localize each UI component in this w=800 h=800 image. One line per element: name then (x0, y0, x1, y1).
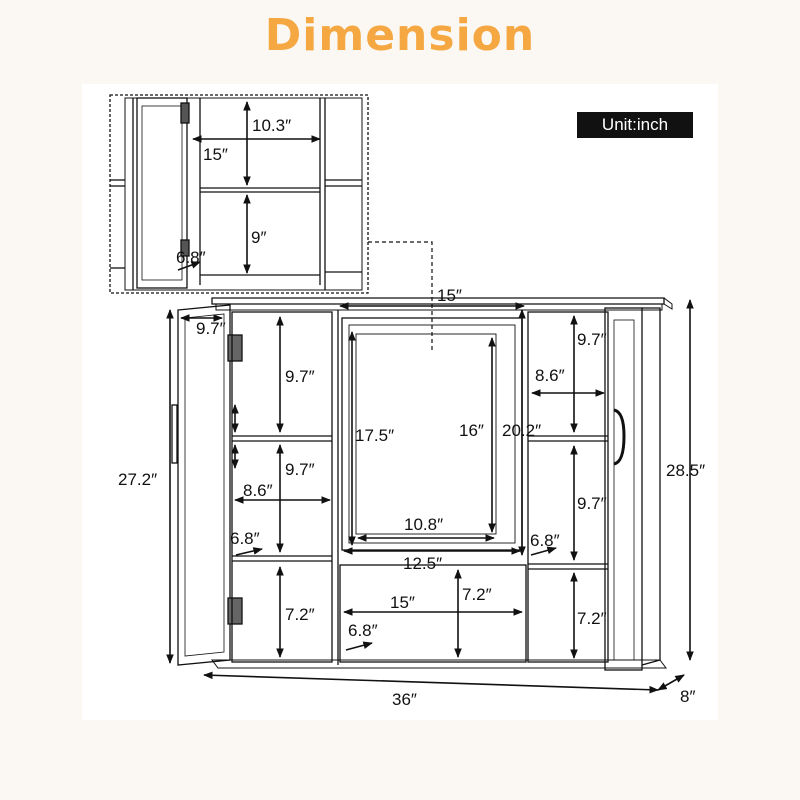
left-width-label: 8.6″ (243, 481, 273, 500)
top-width-label: 15″ (437, 286, 462, 305)
cabinet-drawing (171, 297, 673, 671)
mirror-outer-height-label: 17.5″ (355, 426, 394, 445)
right-shelf-2-label: 9.7″ (577, 494, 607, 513)
left-shelf-2-label: 9.7″ (285, 460, 315, 479)
page-title: Dimension (264, 10, 536, 61)
hinge-icon (180, 102, 190, 124)
right-door-handle (613, 408, 626, 466)
left-open-door (177, 304, 231, 666)
right-bottom-label: 7.2″ (577, 609, 607, 628)
total-width-label: 36″ (392, 690, 417, 709)
mirror-inner-width-label: 10.8″ (404, 515, 443, 534)
center-depth-label: 6.8″ (348, 621, 378, 640)
hinge-icon (227, 334, 243, 362)
left-door-handle (171, 404, 178, 464)
left-depth-label: 6.8″ (230, 529, 260, 548)
hinge-icon (227, 597, 243, 625)
right-depth-label: 6.8″ (530, 531, 560, 550)
center-bottom-width-label: 15″ (390, 593, 415, 612)
inset-shelf-height-top-label: 10.3″ (252, 116, 291, 135)
center-bottom-height-label: 7.2″ (462, 585, 492, 604)
inset-dimensions (177, 101, 321, 274)
center-height-label: 20.2″ (502, 421, 541, 440)
inset-detail (109, 94, 369, 294)
inset-depth-label: 6.8″ (176, 248, 206, 267)
cabinet-dimensions (166, 299, 694, 694)
inset-cabinet (124, 97, 363, 291)
inset-shelf-height-bottom-label: 9″ (251, 228, 266, 247)
right-width-label: 8.6″ (535, 366, 565, 385)
total-depth-label: 8″ (680, 687, 695, 706)
callout-connector (368, 241, 433, 352)
inset-open-door (136, 97, 188, 289)
hinge-icon (180, 239, 190, 257)
left-height-label: 27.2″ (118, 470, 157, 489)
inset-frame (109, 94, 369, 294)
unit-badge: Unit:inch (577, 112, 693, 138)
inset-shelf-width-label: 15″ (203, 145, 228, 164)
total-height-label: 28.5″ (666, 461, 705, 480)
right-shelf-1-label: 9.7″ (577, 330, 607, 349)
mirror-inner-height-label: 16″ (459, 421, 484, 440)
mirror-outer-width-label: 12.5″ (403, 554, 442, 573)
right-door (604, 307, 643, 671)
left-bottom-label: 7.2″ (285, 605, 315, 624)
left-door-depth-label: 9.7″ (196, 319, 226, 338)
left-shelf-1-label: 9.7″ (285, 367, 315, 386)
